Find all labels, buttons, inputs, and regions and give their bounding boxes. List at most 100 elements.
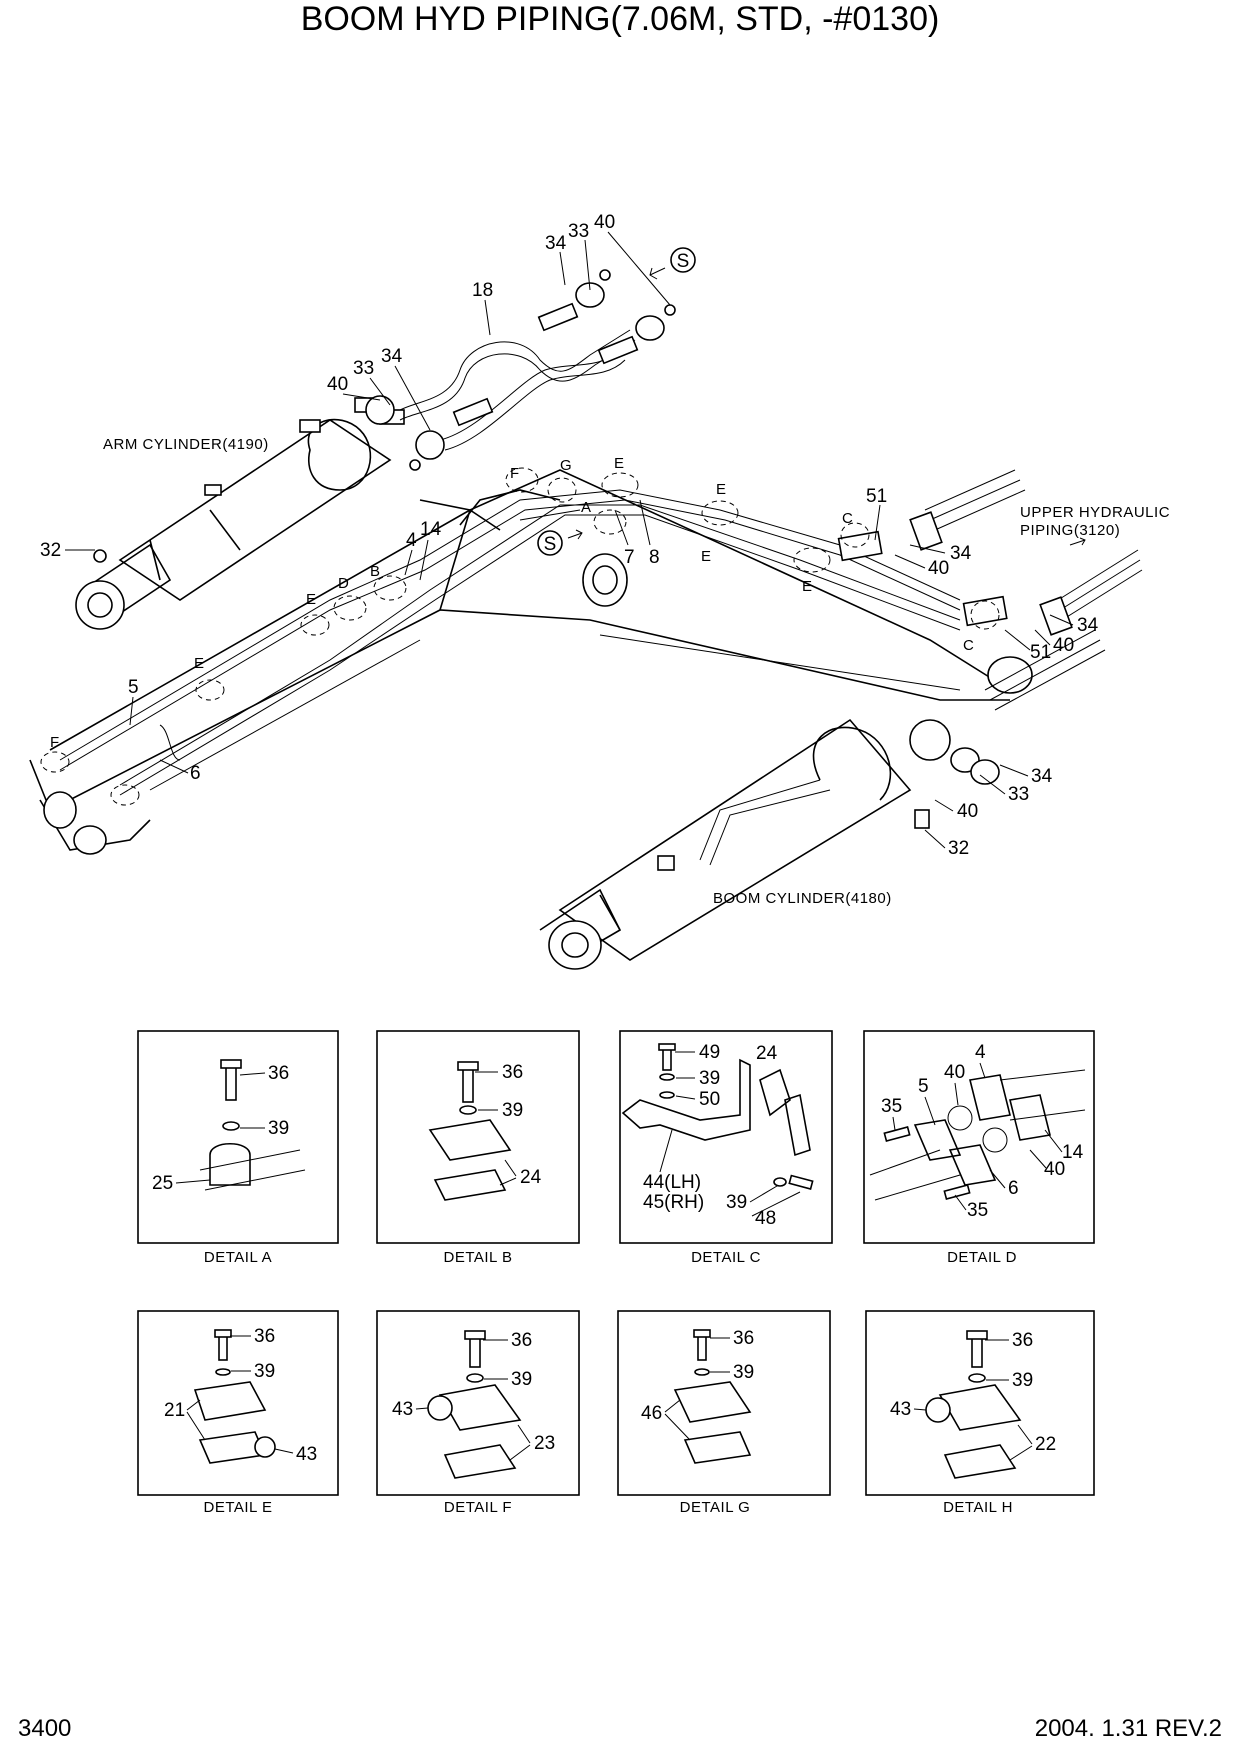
- callout-40: 40: [594, 212, 615, 233]
- upper-piping-note-2: PIPING(3120): [1020, 522, 1120, 539]
- svg-text:E: E: [614, 455, 625, 472]
- boom-cylinder: [539, 629, 1106, 970]
- detail-h-label-22: 22: [1035, 1434, 1056, 1455]
- svg-text:G: G: [560, 457, 572, 474]
- detail-d-caption: DETAIL D: [947, 1249, 1017, 1266]
- detail-a-label-36: 36: [268, 1063, 289, 1084]
- detail-f-caption: DETAIL F: [444, 1499, 512, 1516]
- callout-5: 5: [128, 677, 139, 698]
- callout-51: 51: [1030, 642, 1051, 663]
- callout-34: 34: [1031, 766, 1053, 787]
- callout-40: 40: [957, 801, 978, 822]
- boom-cylinder-note: BOOM CYLINDER(4180): [713, 890, 892, 907]
- detail-letters: F G E A E E C E B D E C E F: [50, 455, 974, 751]
- svg-text:E: E: [194, 655, 205, 672]
- callout-8: 8: [649, 547, 660, 568]
- detail-d-label-5: 5: [918, 1076, 929, 1097]
- detail-e-label-21: 21: [164, 1400, 185, 1421]
- upper-piping-hoses: [909, 469, 1143, 636]
- detail-e-label-36: 36: [254, 1326, 275, 1347]
- detail-e: 36 39 21 43 DETAIL E: [137, 1310, 339, 1516]
- detail-d-label-35b: 35: [967, 1200, 988, 1221]
- detail-f-label-43: 43: [392, 1399, 413, 1420]
- detail-d-label-40: 40: [944, 1062, 965, 1083]
- page-number: 3400: [18, 1715, 71, 1742]
- callout-51: 51: [866, 486, 887, 507]
- callout-6: 6: [190, 763, 201, 784]
- svg-text:S: S: [677, 251, 690, 272]
- detail-c: 49 39 50 24 44(LH) 45(RH) 39 48 DETAIL C: [619, 1030, 833, 1266]
- arm-pipe-assembly: [365, 269, 676, 471]
- svg-text:F: F: [50, 734, 60, 751]
- callout-33: 33: [353, 358, 374, 379]
- detail-b-caption: DETAIL B: [443, 1249, 512, 1266]
- detail-c-label-39b: 39: [726, 1192, 747, 1213]
- svg-text:E: E: [716, 481, 727, 498]
- upper-piping-note-1: UPPER HYDRAULIC: [1020, 504, 1170, 521]
- detail-e-caption: DETAIL E: [203, 1499, 272, 1516]
- svg-text:E: E: [802, 578, 813, 595]
- detail-d-label-35: 35: [881, 1096, 902, 1117]
- detail-b-label-39: 39: [502, 1100, 523, 1121]
- svg-text:S: S: [544, 534, 557, 555]
- svg-text:E: E: [701, 548, 712, 565]
- detail-b: 36 39 24 DETAIL B: [376, 1030, 580, 1266]
- detail-d-label-4: 4: [975, 1042, 986, 1063]
- detail-h: 36 39 43 22 DETAIL H: [865, 1310, 1095, 1516]
- boom-body: [29, 469, 1033, 855]
- detail-c-label-44lh: 44(LH): [643, 1172, 701, 1193]
- detail-f-label-36: 36: [511, 1330, 532, 1351]
- detail-c-caption: DETAIL C: [691, 1249, 761, 1266]
- callouts: 34 33 40 18 33 34 40 32 4 14 7 8 51 34 4…: [40, 212, 1099, 859]
- svg-text:A: A: [581, 499, 592, 516]
- s-marker-boom: S: [537, 529, 583, 556]
- svg-text:C: C: [842, 510, 853, 527]
- callout-33: 33: [1008, 784, 1029, 805]
- detail-c-label-45rh: 45(RH): [643, 1192, 704, 1213]
- detail-e-label-39: 39: [254, 1361, 275, 1382]
- callout-34: 34: [1077, 615, 1099, 636]
- detail-b-label-36: 36: [502, 1062, 523, 1083]
- callout-18: 18: [472, 280, 493, 301]
- callout-34: 34: [381, 346, 403, 367]
- detail-g-label-46: 46: [641, 1403, 662, 1424]
- svg-text:C: C: [963, 637, 974, 654]
- detail-h-caption: DETAIL H: [943, 1499, 1013, 1516]
- detail-f: 36 39 43 23 DETAIL F: [376, 1310, 580, 1516]
- boom-pipes: [59, 489, 1008, 796]
- detail-c-label-24: 24: [756, 1043, 778, 1064]
- svg-text:B: B: [370, 563, 381, 580]
- detail-g-label-39: 39: [733, 1362, 754, 1383]
- s-marker-top: S: [649, 247, 696, 280]
- detail-b-label-24: 24: [520, 1167, 542, 1188]
- detail-a-label-25: 25: [152, 1173, 173, 1194]
- detail-markers: [40, 467, 1000, 806]
- callout-33: 33: [568, 221, 589, 242]
- callout-32: 32: [948, 838, 969, 859]
- svg-text:F: F: [510, 465, 520, 482]
- callout-40: 40: [327, 374, 348, 395]
- detail-d-label-6: 6: [1008, 1178, 1019, 1199]
- callout-4: 4: [406, 530, 417, 551]
- detail-g-label-36: 36: [733, 1328, 754, 1349]
- detail-h-label-39: 39: [1012, 1370, 1033, 1391]
- detail-c-label-48: 48: [755, 1208, 776, 1229]
- detail-a-caption: DETAIL A: [204, 1249, 272, 1266]
- arm-cylinder-note: ARM CYLINDER(4190): [103, 436, 269, 453]
- callout-34: 34: [545, 233, 567, 254]
- page-title: BOOM HYD PIPING(7.06M, STD, -#0130): [301, 0, 940, 38]
- detail-d-label-14: 14: [1062, 1142, 1084, 1163]
- detail-a: 36 39 25 DETAIL A: [137, 1030, 339, 1266]
- callout-40: 40: [928, 558, 949, 579]
- callout-14: 14: [420, 519, 442, 540]
- svg-text:E: E: [306, 591, 317, 608]
- detail-h-label-43: 43: [890, 1399, 911, 1420]
- detail-a-label-39: 39: [268, 1118, 289, 1139]
- callout-40: 40: [1053, 635, 1074, 656]
- revision-date: 2004. 1.31 REV.2: [1035, 1715, 1222, 1742]
- detail-h-label-36: 36: [1012, 1330, 1033, 1351]
- detail-d: 4 40 5 35 14 40 6 35 DETAIL D: [863, 1030, 1095, 1266]
- detail-e-label-43: 43: [296, 1444, 317, 1465]
- detail-f-label-39: 39: [511, 1369, 532, 1390]
